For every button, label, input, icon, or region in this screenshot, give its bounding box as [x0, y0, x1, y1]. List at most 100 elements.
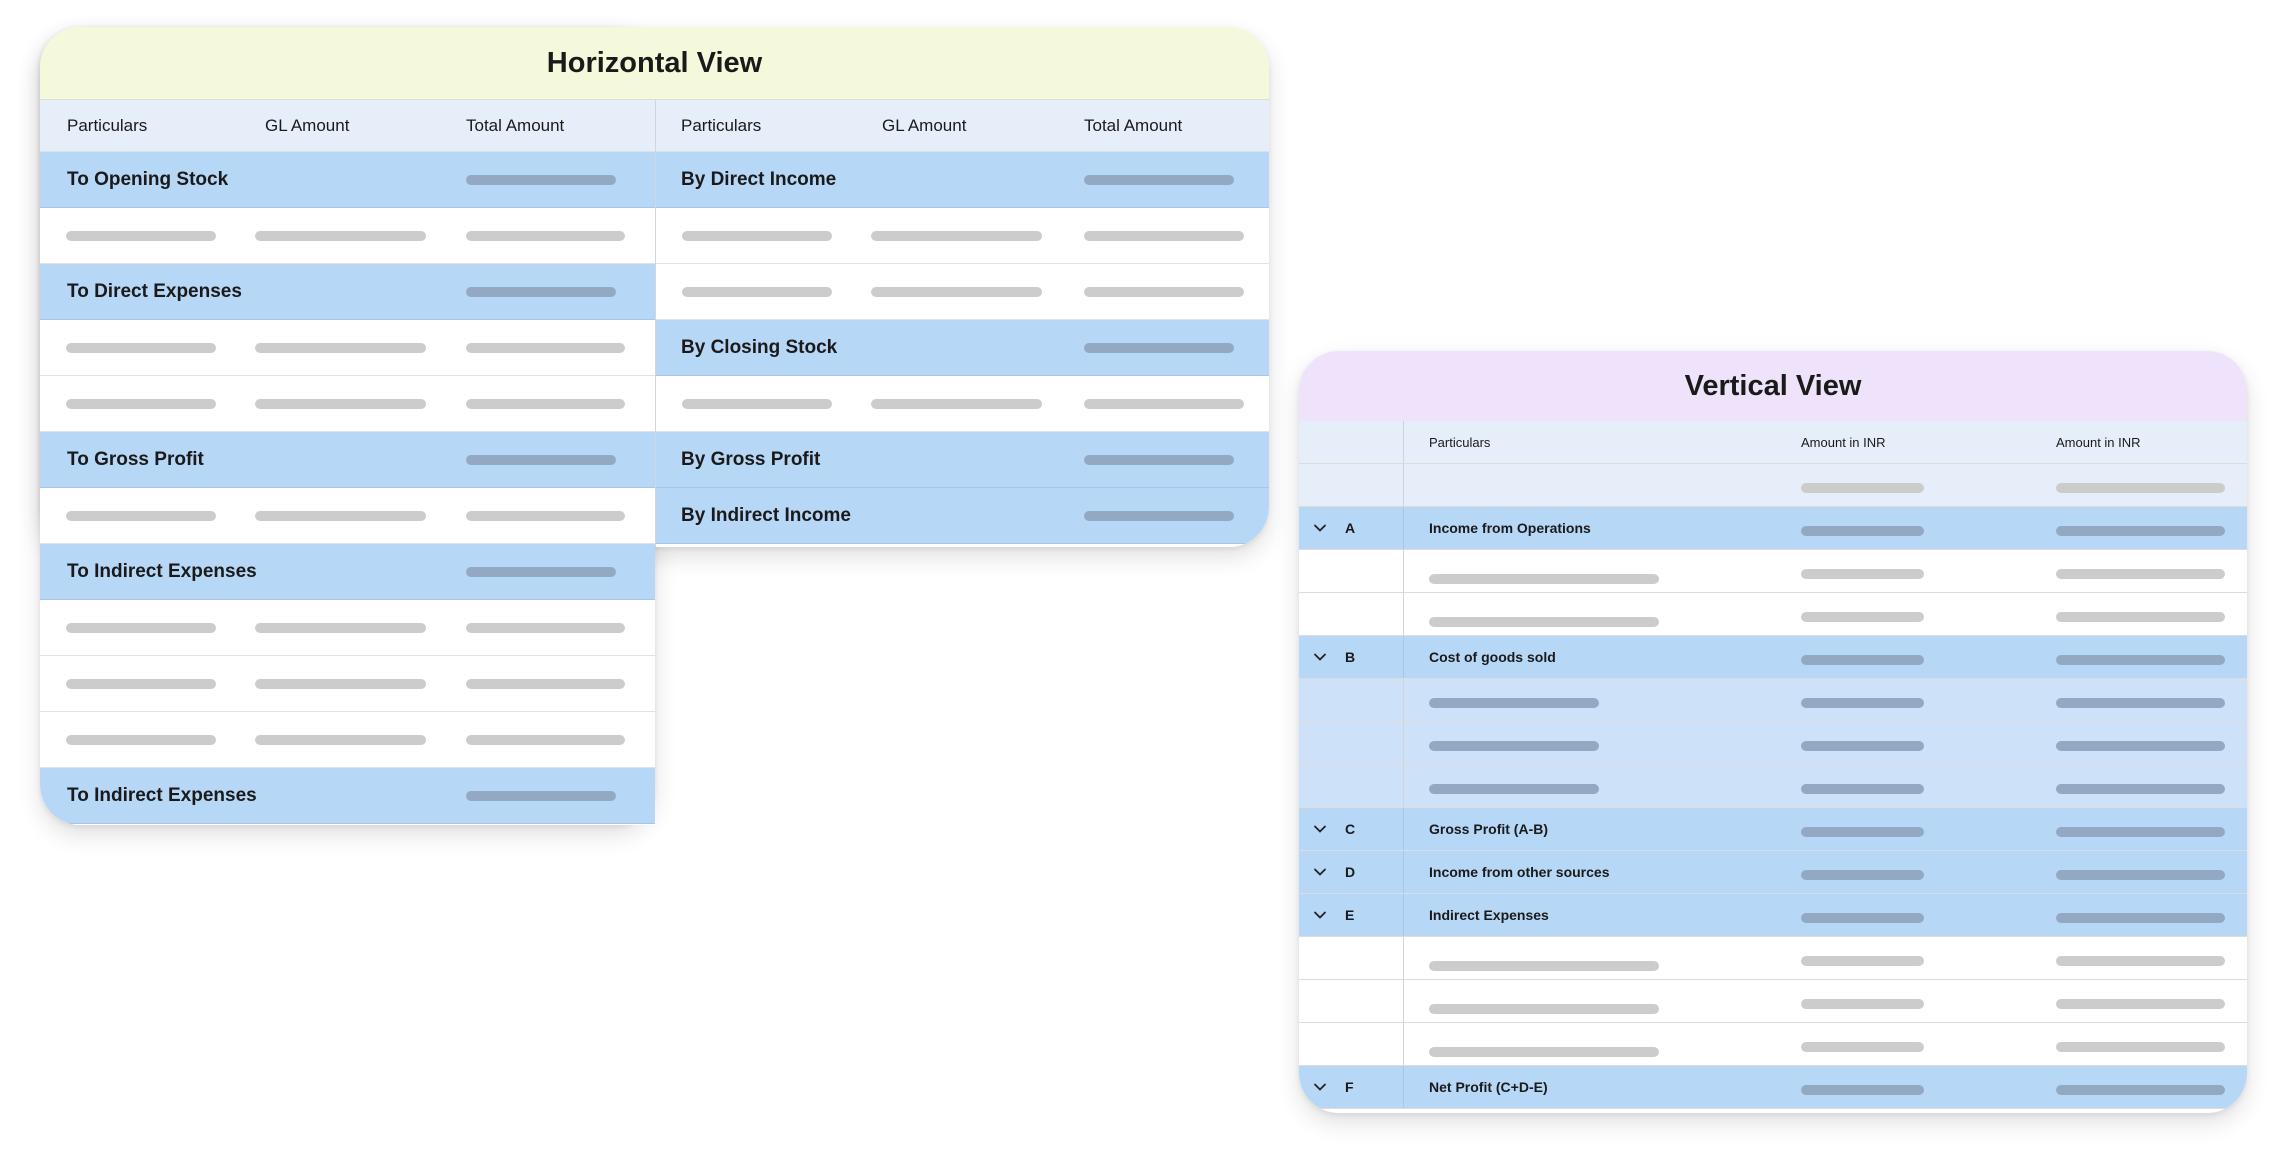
value-placeholder — [66, 679, 216, 689]
vertical-column-header: Particulars — [1429, 434, 1491, 450]
row-code: D — [1345, 864, 1356, 880]
value-placeholder — [255, 511, 426, 521]
value-placeholder — [255, 735, 426, 745]
horizontal-left-detail-row[interactable] — [40, 376, 655, 432]
column-divider — [1403, 636, 1404, 678]
value-placeholder — [466, 231, 625, 241]
chevron-down-icon[interactable] — [1313, 822, 1327, 836]
value-placeholder — [1084, 399, 1244, 409]
horizontal-right-group-row[interactable]: By Indirect Income — [656, 488, 1269, 544]
amount-placeholder — [1801, 483, 1924, 493]
total-amount-placeholder — [466, 175, 616, 185]
value-placeholder — [255, 399, 426, 409]
vertical-blank-row — [1299, 464, 2247, 507]
vertical-detail-row — [1299, 937, 2247, 980]
horizontal-left-group-row[interactable]: To Indirect Expenses — [40, 768, 655, 824]
amount-placeholder — [2056, 526, 2225, 536]
chevron-down-icon[interactable] — [1313, 650, 1327, 664]
column-divider — [1403, 808, 1404, 850]
horizontal-left-detail-row[interactable] — [40, 208, 655, 264]
total-amount-placeholder — [1084, 455, 1234, 465]
horizontal-right-group-label: By Indirect Income — [681, 504, 851, 526]
value-placeholder — [255, 343, 426, 353]
row-particulars: Income from other sources — [1429, 864, 1610, 880]
amount-placeholder — [1801, 612, 1924, 622]
horizontal-right-group-row[interactable]: By Direct Income — [656, 152, 1269, 208]
horizontal-left-group-row[interactable]: To Direct Expenses — [40, 264, 655, 320]
column-divider — [1403, 421, 1404, 463]
horizontal-left-group-row[interactable]: To Gross Profit — [40, 432, 655, 488]
amount-placeholder — [1801, 698, 1924, 708]
total-amount-placeholder — [466, 791, 616, 801]
amount-placeholder — [2056, 784, 2225, 794]
horizontal-left-group-label: To Gross Profit — [67, 448, 204, 470]
row-particulars: Net Profit (C+D-E) — [1429, 1079, 1548, 1095]
chevron-down-icon[interactable] — [1313, 1080, 1327, 1094]
particulars-placeholder — [1429, 1004, 1659, 1014]
chevron-down-icon[interactable] — [1313, 521, 1327, 535]
horizontal-right-column-header: Particulars — [681, 115, 762, 135]
amount-placeholder — [1801, 741, 1924, 751]
row-particulars: Gross Profit (A-B) — [1429, 821, 1548, 837]
column-divider — [1403, 550, 1404, 592]
horizontal-left-detail-row[interactable] — [40, 320, 655, 376]
particulars-placeholder — [1429, 961, 1659, 971]
vertical-column-header: Amount in INR — [2056, 434, 2141, 450]
horizontal-left-detail-row[interactable] — [40, 488, 655, 544]
value-placeholder — [466, 399, 625, 409]
row-particulars: Income from Operations — [1429, 520, 1591, 536]
horizontal-right-detail-row[interactable] — [656, 376, 1269, 432]
amount-placeholder — [1801, 526, 1924, 536]
horizontal-right-group-label: By Direct Income — [681, 168, 837, 190]
amount-placeholder — [1801, 1085, 1924, 1095]
vertical-sub-row — [1299, 722, 2247, 765]
chevron-down-icon[interactable] — [1313, 908, 1327, 922]
column-divider — [1403, 937, 1404, 979]
horizontal-left-group-row[interactable]: To Indirect Expenses — [40, 544, 655, 600]
particulars-placeholder — [1429, 1047, 1659, 1057]
horizontal-left-detail-row[interactable] — [40, 712, 655, 768]
horizontal-left-detail-row[interactable] — [40, 656, 655, 712]
horizontal-left-column-header: GL Amount — [265, 115, 350, 135]
chevron-down-icon[interactable] — [1313, 865, 1327, 879]
particulars-placeholder — [1429, 617, 1659, 627]
vertical-view-title: Vertical View — [1299, 351, 2247, 422]
amount-placeholder — [1801, 1042, 1924, 1052]
vertical-detail-row — [1299, 980, 2247, 1023]
amount-placeholder — [1801, 827, 1924, 837]
column-divider — [1403, 593, 1404, 635]
value-placeholder — [466, 735, 625, 745]
horizontal-right-detail-row[interactable] — [656, 208, 1269, 264]
horizontal-left-group-row[interactable]: To Opening Stock — [40, 152, 655, 208]
vertical-detail-row — [1299, 1023, 2247, 1066]
row-code: A — [1345, 520, 1356, 536]
value-placeholder — [66, 735, 216, 745]
vertical-sub-row — [1299, 679, 2247, 722]
column-divider — [1403, 722, 1404, 764]
particulars-placeholder — [1429, 574, 1659, 584]
vertical-group-row[interactable]: D Income from other sources — [1299, 851, 2247, 894]
horizontal-left-column-header: Particulars — [67, 115, 148, 135]
amount-placeholder — [1801, 999, 1924, 1009]
horizontal-right-group-row[interactable]: By Gross Profit — [656, 432, 1269, 488]
value-placeholder — [66, 623, 216, 633]
horizontal-right-group-row[interactable]: By Closing Stock — [656, 320, 1269, 376]
vertical-group-row[interactable]: A Income from Operations — [1299, 507, 2247, 550]
value-placeholder — [66, 343, 216, 353]
horizontal-view-title: Horizontal View — [40, 27, 1269, 100]
vertical-detail-row — [1299, 593, 2247, 636]
value-placeholder — [1084, 231, 1244, 241]
amount-placeholder — [2056, 569, 2225, 579]
horizontal-right-detail-row[interactable] — [656, 264, 1269, 320]
horizontal-left-detail-row[interactable] — [40, 600, 655, 656]
amount-placeholder — [2056, 612, 2225, 622]
horizontal-right-group-label: By Closing Stock — [681, 336, 838, 358]
